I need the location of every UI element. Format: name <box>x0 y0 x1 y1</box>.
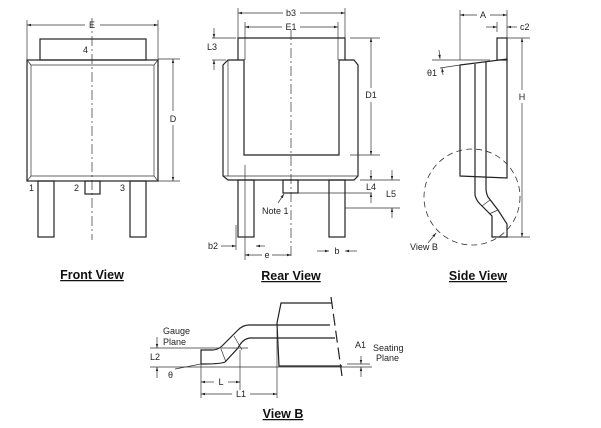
pin-4-label: 4 <box>83 45 88 55</box>
lead-3 <box>129 180 147 238</box>
dim-A1: A1 <box>355 340 366 350</box>
gauge-plane-label-1: Gauge <box>163 326 190 336</box>
body <box>26 59 159 182</box>
lead-2-stub <box>84 180 101 195</box>
lead-1 <box>37 180 55 238</box>
tab <box>39 38 147 61</box>
dim-theta: θ <box>168 370 173 380</box>
side-view: A c2 θ1 H View B Side View <box>410 10 530 283</box>
dim-b: b <box>334 246 339 256</box>
dim-L3: L3 <box>207 42 217 52</box>
front-view-title: Front View <box>60 268 124 282</box>
dim-E1: E1 <box>285 22 296 32</box>
dim-A: A <box>480 10 486 20</box>
dim-H: H <box>519 92 526 102</box>
view-b: L2 Gauge Plane θ L L1 A1 Seating Plane V… <box>150 296 404 421</box>
dim-D: D <box>170 114 177 124</box>
note-1-label: Note 1 <box>262 206 289 216</box>
dim-b3: b3 <box>286 8 296 18</box>
dim-L: L <box>218 377 223 387</box>
dim-e: e <box>264 250 269 260</box>
rear-view: b3 E1 L3 D1 L4 L5 Note 1 b2 e b Rear Vie… <box>207 8 400 283</box>
dim-L5: L5 <box>386 189 396 199</box>
dim-theta1: θ1 <box>427 68 437 78</box>
seating-plane-label-1: Seating <box>373 343 404 353</box>
pin-1-label: 1 <box>29 183 34 193</box>
gauge-plane-label-2: Plane <box>163 337 186 347</box>
side-view-title: Side View <box>449 269 507 283</box>
dim-D1: D1 <box>365 90 377 100</box>
dim-L4: L4 <box>366 182 376 192</box>
dim-L1: L1 <box>236 389 246 399</box>
front-view: E D 1 2 3 4 Front View <box>26 18 180 282</box>
pin-2-label: 2 <box>74 183 79 193</box>
rear-view-title: Rear View <box>261 269 321 283</box>
pin-3-label: 3 <box>120 183 125 193</box>
dim-L2: L2 <box>150 352 160 362</box>
dim-c2: c2 <box>520 22 530 32</box>
view-b-callout-circle <box>423 148 521 246</box>
view-b-callout-label: View B <box>410 242 438 252</box>
view-b-title: View B <box>263 407 304 421</box>
dim-b2: b2 <box>208 241 218 251</box>
seating-plane-label-2: Plane <box>376 353 399 363</box>
